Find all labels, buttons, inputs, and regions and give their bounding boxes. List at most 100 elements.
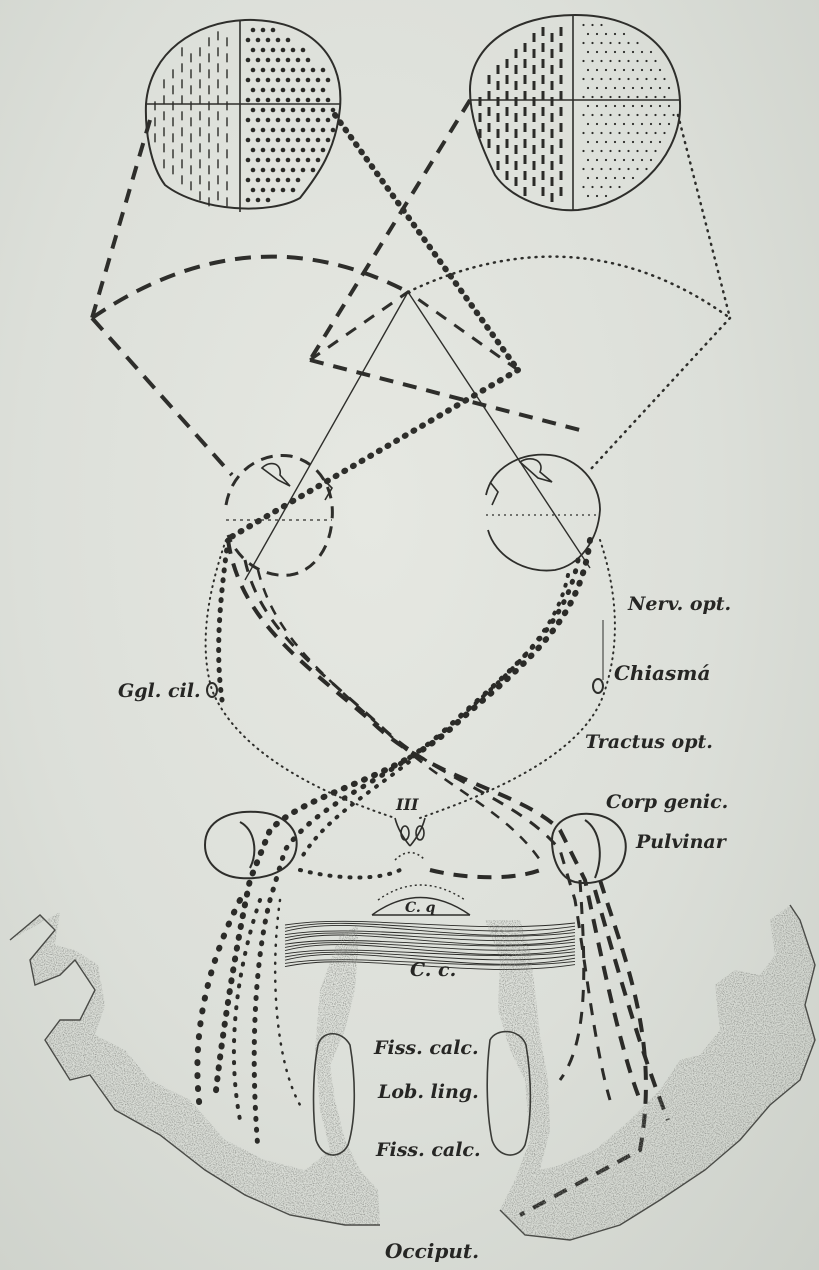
optic-fiber-path (430, 868, 545, 877)
right-field-dot (582, 168, 584, 170)
left-field-dot (246, 198, 251, 203)
right-eye (486, 455, 600, 571)
left-field-dot (271, 188, 276, 193)
right-field-dot (632, 159, 634, 161)
right-field-dot (605, 141, 607, 143)
right-field-dot (582, 186, 584, 188)
right-field-dot (663, 96, 665, 98)
right-field-dot (596, 123, 598, 125)
right-field-dot (582, 42, 584, 44)
left-field-dot (301, 88, 306, 93)
right-field-dot (596, 51, 598, 53)
left-field-dot (271, 88, 276, 93)
left-field-dot-stipple (246, 28, 336, 203)
right-geniculate-body (552, 814, 626, 883)
label-fiss-calc-upper: Fiss. calc. (373, 1037, 479, 1059)
right-field-dot (627, 96, 629, 98)
left-field-dot (296, 138, 301, 143)
right-field-dot (587, 105, 589, 107)
right-arc (408, 257, 730, 318)
right-field-dot (645, 78, 647, 80)
left-field-dot (246, 138, 251, 143)
label-ggl-cil: Ggl. cil. (118, 680, 201, 702)
right-field-dot (609, 186, 611, 188)
left-field-dot (311, 128, 316, 133)
right-field-dot (605, 195, 607, 197)
left-field-dot (256, 158, 261, 163)
right-field-dot (587, 177, 589, 179)
right-field-dot (591, 186, 593, 188)
left-field-dot (266, 98, 271, 103)
left-geniculate-body (205, 812, 297, 878)
optic-fiber-path (258, 570, 540, 860)
right-field-dot (596, 105, 598, 107)
left-field-right-projection (335, 115, 518, 370)
left-field-dot (276, 58, 281, 63)
right-field-dot (600, 96, 602, 98)
left-field-dot (286, 158, 291, 163)
left-field-dot (246, 118, 251, 123)
left-field-dot (261, 68, 266, 73)
left-field-dot (251, 168, 256, 173)
right-field-dot (596, 177, 598, 179)
right-field-dot (614, 159, 616, 161)
left-field-dot (281, 68, 286, 73)
left-field-dot (281, 108, 286, 113)
right-field-dot (582, 150, 584, 152)
right-visual-field (470, 15, 680, 210)
right-field-dot (627, 132, 629, 134)
right-field-dot (582, 114, 584, 116)
right-field-dot (587, 123, 589, 125)
right-field-dot (636, 78, 638, 80)
left-field-dot (306, 118, 311, 123)
left-field-dot (286, 138, 291, 143)
left-field-dot (311, 168, 316, 173)
left-field-dot (261, 28, 266, 33)
left-field-dot (296, 98, 301, 103)
right-field-dot (596, 87, 598, 89)
right-field-dot (636, 42, 638, 44)
right-field-dot (618, 186, 620, 188)
left-field-dot (286, 58, 291, 63)
right-field-dot (632, 141, 634, 143)
right-field-dot (627, 150, 629, 152)
left-field-dash-hatching (155, 31, 227, 206)
right-field-dot (605, 33, 607, 35)
right-field-outline (470, 15, 680, 210)
right-field-dot (632, 105, 634, 107)
left-field-dot (331, 108, 336, 113)
right-ciliary-ganglion (593, 679, 603, 693)
left-field-dot (301, 128, 306, 133)
right-field-dot (609, 42, 611, 44)
right-field-dot (600, 186, 602, 188)
left-field-dot (301, 168, 306, 173)
right-field-dot (641, 141, 643, 143)
right-field-dot (605, 51, 607, 53)
right-field-dot (591, 24, 593, 26)
right-field-dot (654, 96, 656, 98)
right-field-dot (654, 60, 656, 62)
right-field-dot (600, 150, 602, 152)
left-field-dot (246, 178, 251, 183)
right-field-dot (636, 96, 638, 98)
right-field-dot (591, 96, 593, 98)
optic-fiber-path (300, 575, 568, 860)
right-field-dot (605, 159, 607, 161)
left-field-dot (261, 128, 266, 133)
left-field-dot (256, 178, 261, 183)
left-field-dot (281, 128, 286, 133)
right-field-dot (591, 168, 593, 170)
left-field-dot (291, 128, 296, 133)
right-field-dot (668, 123, 670, 125)
right-field-dot (582, 24, 584, 26)
right-field-dot (641, 123, 643, 125)
left-field-dot (291, 108, 296, 113)
left-field-dot (256, 118, 261, 123)
right-field-dot (627, 60, 629, 62)
left-field-dot (276, 158, 281, 163)
label-corp-genic: Corp genic. (606, 791, 728, 813)
right-field-dot (645, 60, 647, 62)
right-field-dot (623, 51, 625, 53)
right-field-dot (609, 96, 611, 98)
